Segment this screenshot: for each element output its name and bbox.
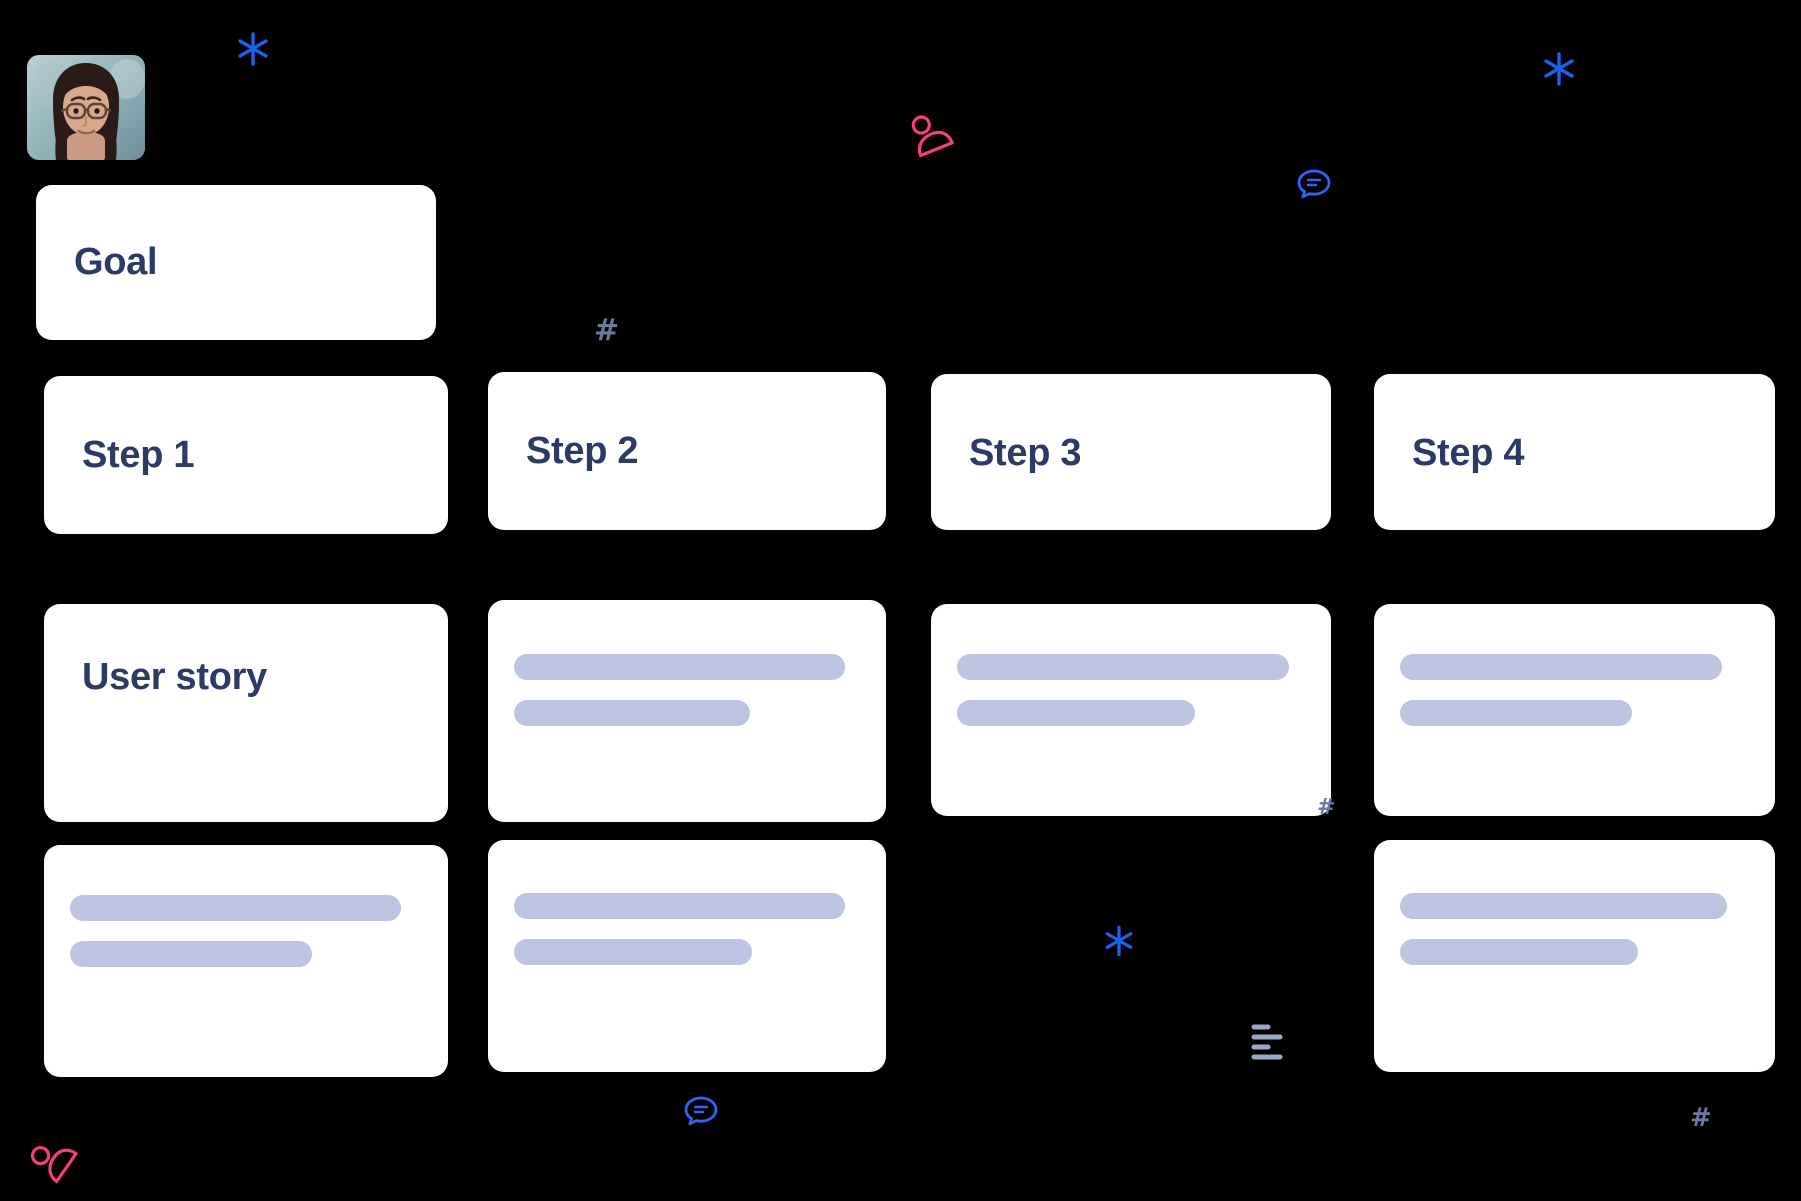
card-placeholder-r3c4[interactable] — [1374, 840, 1775, 1072]
card-placeholder-r2c2[interactable] — [488, 600, 886, 822]
hash-icon: # — [1690, 1103, 1712, 1133]
card-placeholder-r2c4[interactable] — [1374, 604, 1775, 816]
card-placeholder-r3c2[interactable] — [488, 840, 886, 1072]
skeleton-bar — [514, 700, 750, 726]
avatar-photo — [27, 55, 145, 160]
card-step-3[interactable]: Step 3 — [931, 374, 1331, 530]
card-user-story[interactable]: User story — [44, 604, 448, 822]
asterisk-icon — [1100, 922, 1138, 960]
skeleton-bar — [1400, 654, 1722, 680]
skeleton-bar — [70, 895, 401, 921]
card-title-step-2: Step 2 — [526, 430, 639, 472]
card-title-user-story: User story — [82, 656, 267, 698]
hash-icon: # — [594, 313, 620, 348]
card-title-step-4: Step 4 — [1412, 432, 1525, 474]
skeleton-bar — [1400, 700, 1632, 726]
skeleton-bar — [957, 654, 1289, 680]
skeleton-bar — [514, 939, 752, 965]
card-goal[interactable]: Goal — [36, 185, 436, 340]
card-title-goal: Goal — [74, 241, 158, 283]
skeleton-bar — [514, 654, 845, 680]
avatar[interactable] — [27, 55, 145, 160]
card-placeholder-r3c1[interactable] — [44, 845, 448, 1077]
card-step-1[interactable]: Step 1 — [44, 376, 448, 534]
skeleton-bar — [1400, 939, 1638, 965]
asterisk-icon — [232, 28, 274, 70]
skeleton-bar — [70, 941, 312, 967]
skeleton-bar — [1400, 893, 1727, 919]
chat-bubble-icon — [682, 1095, 720, 1131]
person-icon — [21, 1125, 85, 1189]
card-placeholder-r2c3[interactable] — [931, 604, 1331, 816]
skeleton-bar — [957, 700, 1195, 726]
text-lines-icon — [1246, 1016, 1292, 1062]
asterisk-icon — [1538, 48, 1580, 90]
card-title-step-1: Step 1 — [82, 434, 195, 476]
hash-icon: # — [1317, 795, 1336, 820]
chat-bubble-icon — [1295, 168, 1333, 204]
person-icon — [901, 103, 961, 163]
card-title-step-3: Step 3 — [969, 432, 1082, 474]
card-step-4[interactable]: Step 4 — [1374, 374, 1775, 530]
card-step-2[interactable]: Step 2 — [488, 372, 886, 530]
skeleton-bar — [514, 893, 845, 919]
